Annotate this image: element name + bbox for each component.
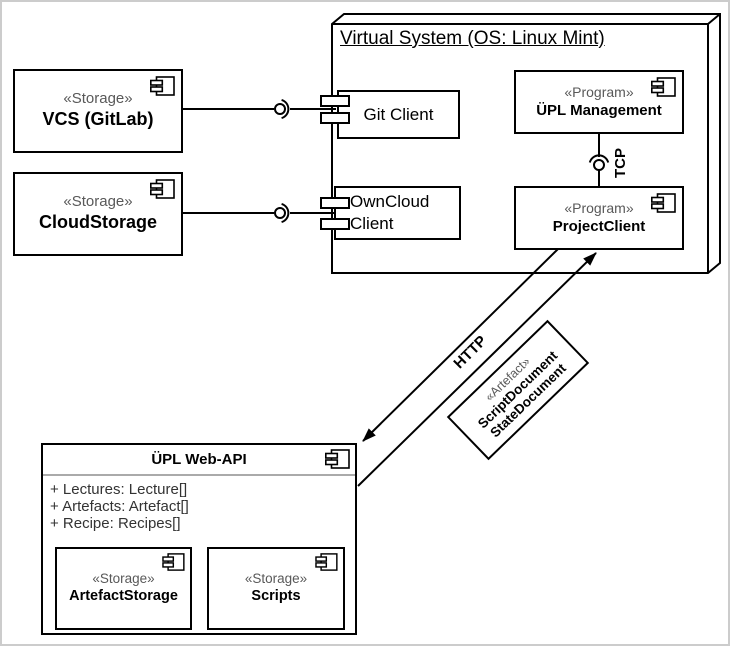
component-icon	[651, 193, 676, 213]
tcp-edge-label: TCP	[611, 148, 629, 178]
web-api-attribute: + Recipe: Recipes[]	[50, 515, 181, 532]
vcs-git-connector	[183, 98, 336, 120]
stereotype-label: «Program»	[564, 199, 634, 216]
stereotype-label: «Storage»	[63, 90, 133, 108]
node-cloud-storage: «Storage» CloudStorage	[13, 172, 183, 256]
component-icon	[162, 553, 185, 571]
git-client-port-2	[320, 112, 350, 124]
title-separator	[43, 474, 355, 476]
ball-interface-icon	[274, 103, 286, 115]
node-scripts: «Storage» Scripts	[207, 547, 345, 630]
owncloud-port-1	[320, 197, 350, 209]
web-api-title: ÜPL Web-API	[151, 451, 247, 468]
node-name: ÜPL Management	[536, 101, 662, 119]
artefact-arrow	[357, 252, 597, 487]
git-client-port-1	[320, 95, 350, 107]
component-icon	[150, 76, 175, 96]
node-name: CloudStorage	[38, 212, 157, 233]
stereotype-label: «Storage»	[244, 570, 308, 586]
node-upl-web-api: ÜPL Web-API + Lectures: Lecture[] + Arte…	[41, 443, 357, 635]
node-name: OwnCloud Client	[350, 191, 430, 233]
node-name: Git Client	[363, 104, 434, 124]
node-name: ProjectClient	[552, 217, 646, 235]
node-project-client: «Program» ProjectClient	[514, 186, 684, 250]
virtual-system-title: Virtual System (OS: Linux Mint)	[340, 28, 605, 49]
node-artefact-storage: «Storage» ArtefactStorage	[55, 547, 192, 630]
web-api-attribute: + Lectures: Lecture[]	[50, 481, 188, 498]
socket-interface-icon	[588, 154, 610, 163]
owncloud-port-2	[320, 218, 350, 230]
node-name: Scripts	[251, 588, 301, 605]
stereotype-label: «Program»	[564, 83, 634, 100]
node-owncloud-client: OwnCloud Client	[334, 186, 461, 240]
node-name: VCS (GitLab)	[42, 109, 154, 130]
component-icon	[150, 179, 175, 199]
stereotype-label: «Storage»	[92, 570, 155, 586]
component-icon	[315, 553, 338, 571]
stereotype-label: «Storage»	[63, 193, 133, 211]
tcp-connector	[588, 134, 610, 186]
virtual-system-node-inner-edges	[332, 13, 721, 273]
http-arrow	[362, 248, 559, 442]
component-icon	[651, 77, 676, 97]
node-upl-management: «Program» ÜPL Management	[514, 70, 684, 134]
cloud-owncloud-connector	[183, 202, 336, 224]
socket-interface-icon	[281, 202, 290, 224]
node-vcs-gitlab: «Storage» VCS (GitLab)	[13, 69, 183, 153]
component-icon	[325, 449, 350, 469]
node-name: ArtefactStorage	[69, 588, 178, 605]
socket-interface-icon	[281, 98, 290, 120]
node-git-client: Git Client	[337, 90, 460, 139]
ball-interface-icon	[593, 159, 605, 171]
ball-interface-icon	[274, 207, 286, 219]
web-api-attribute: + Artefacts: Artefact[]	[50, 498, 189, 515]
